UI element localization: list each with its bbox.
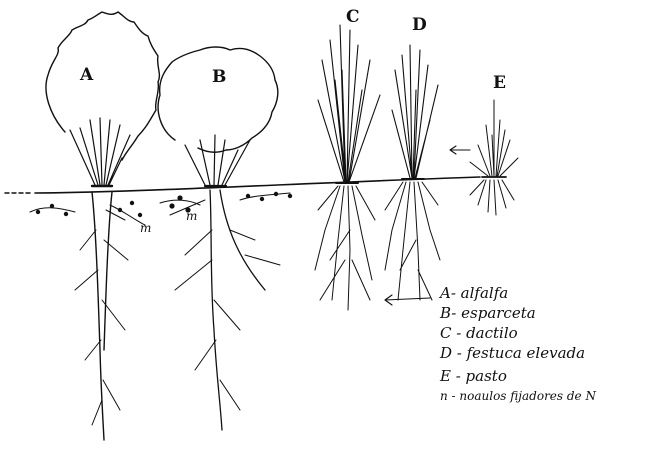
root-arrow [385, 295, 430, 305]
plant-a-foliage [46, 12, 159, 160]
plant-c-roots [315, 186, 375, 310]
plant-d-label: D [412, 15, 427, 35]
plant-e: E [450, 73, 518, 215]
plant-b-taproot [210, 190, 265, 430]
legend: A- alfalfa B- esparceta C - dactilo D - … [438, 284, 596, 403]
plant-a-label: A [79, 65, 94, 85]
plant-e-roots [470, 180, 514, 215]
plant-c-leaves [318, 25, 380, 182]
plant-e-label: E [493, 73, 506, 93]
plant-b: B m [158, 47, 292, 430]
plant-b-foliage [158, 47, 278, 152]
plant-b-label: B [212, 67, 226, 87]
plant-e-arrow [450, 146, 470, 154]
plant-a-taproot [92, 192, 112, 440]
nodule-marker-a: m [140, 221, 151, 235]
legend-item-n: n - noaulos fijadores de N [440, 389, 596, 403]
plant-a: A m [30, 12, 159, 440]
legend-item-c: C - dactilo [440, 324, 518, 342]
plant-d-leaves [392, 45, 438, 178]
nodule-marker-b: m [186, 209, 197, 223]
plant-e-leaves [470, 100, 518, 176]
legend-item-b: B- esparceta [439, 304, 536, 322]
legend-item-e: E - pasto [439, 367, 507, 385]
legend-item-d: D - festuca elevada [439, 344, 585, 362]
plant-d: D [385, 15, 440, 300]
plant-c-label: C [346, 7, 360, 27]
legend-item-a: A- alfalfa [438, 284, 508, 302]
plant-d-roots [385, 182, 440, 300]
plant-c: C [315, 7, 380, 310]
